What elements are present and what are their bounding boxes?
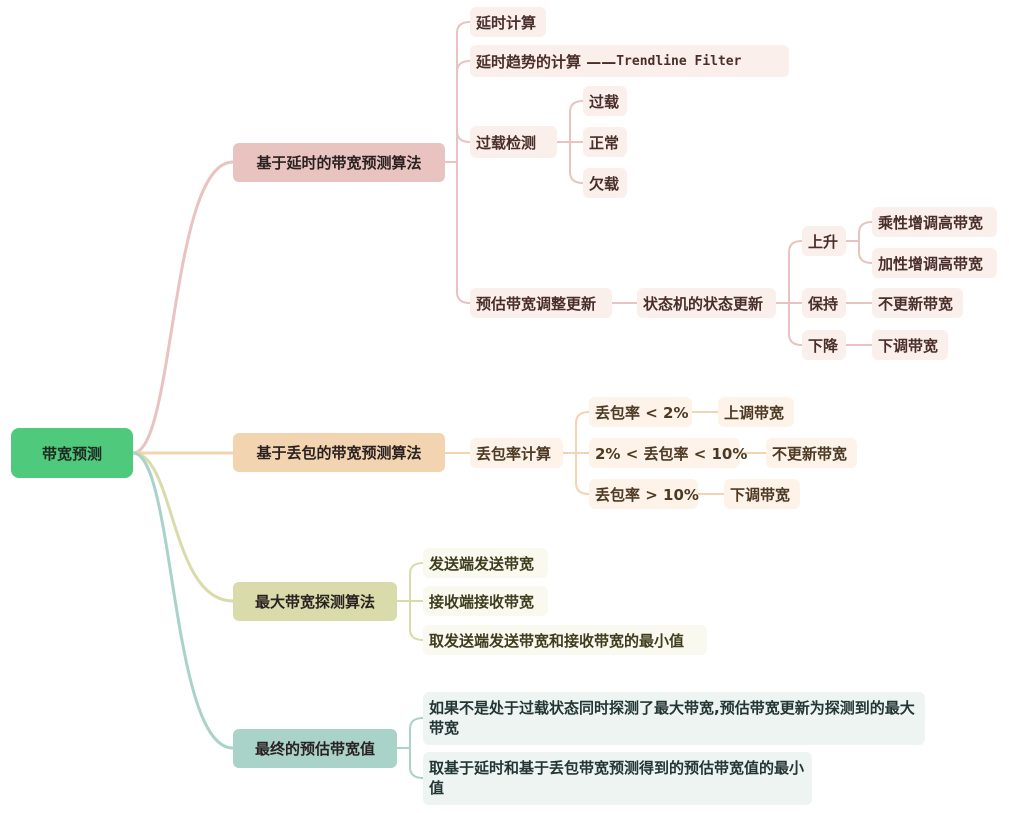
loss-rule-mid-label: 2% < 丢包率 < 10%	[595, 444, 748, 463]
trend-calc-node[interactable]: 延时趋势的计算 —— Trendline Filter	[470, 45, 789, 77]
delay-calc-node[interactable]: 延时计算	[470, 7, 546, 37]
state-up-node[interactable]: 上升	[802, 226, 846, 256]
mult-increase-label: 乘性增调高带宽	[878, 213, 984, 232]
state-hold-node[interactable]: 保持	[802, 288, 846, 318]
no-update-label: 不更新带宽	[878, 294, 954, 313]
estimate-update-node[interactable]: 预估带宽调整更新	[470, 288, 612, 318]
overuse-detect-node[interactable]: 过载检测	[470, 126, 557, 158]
connectors-delay	[445, 21, 873, 346]
trend-calc-label: 延时趋势的计算 ——	[476, 52, 617, 71]
state-underuse-node[interactable]: 欠载	[583, 168, 627, 198]
state-hold-label: 保持	[808, 294, 839, 313]
branch-final-node[interactable]: 最终的预估带宽值	[233, 729, 397, 768]
loss-action-decrease-node[interactable]: 下调带宽	[724, 479, 800, 509]
final-min-rule-label: 取基于延时和基于丢包带宽预测得到的预估带宽值的最小值	[429, 759, 805, 797]
connectors-final	[397, 717, 424, 779]
branch-delay-node[interactable]: 基于延时的带宽预测算法	[233, 143, 445, 182]
mult-increase-node[interactable]: 乘性增调高带宽	[872, 207, 997, 237]
no-update-node[interactable]: 不更新带宽	[872, 288, 963, 318]
add-increase-node[interactable]: 加性增调高带宽	[872, 248, 997, 278]
loss-action-increase-label: 上调带宽	[724, 403, 785, 422]
loss-rule-high-node[interactable]: 丢包率 > 10%	[589, 479, 699, 509]
branch-probe-label: 最大带宽探测算法	[254, 593, 375, 611]
connectors-loss	[445, 411, 766, 495]
state-normal-node[interactable]: 正常	[583, 127, 627, 157]
branch-probe-node[interactable]: 最大带宽探测算法	[233, 582, 397, 621]
connector-root-probe	[132, 451, 234, 603]
loss-action-decrease-label: 下调带宽	[730, 485, 791, 504]
connector-root-delay	[132, 160, 234, 455]
final-min-rule-node[interactable]: 取基于延时和基于丢包带宽预测得到的预估带宽值的最小值	[423, 752, 812, 805]
probe-min-label: 取发送端发送带宽和接收带宽的最小值	[429, 631, 685, 650]
state-down-label: 下降	[808, 336, 839, 355]
trend-calc-code: Trendline Filter	[616, 53, 742, 69]
state-down-node[interactable]: 下降	[802, 330, 846, 360]
loss-calc-label: 丢包率计算	[476, 444, 552, 463]
loss-calc-node[interactable]: 丢包率计算	[470, 438, 563, 468]
loss-action-hold-label: 不更新带宽	[772, 444, 848, 463]
branch-loss-node[interactable]: 基于丢包的带宽预测算法	[233, 433, 445, 472]
root-label: 带宽预测	[41, 444, 102, 463]
root-node[interactable]: 带宽预测	[11, 428, 133, 478]
fsm-update-label: 状态机的状态更新	[643, 294, 764, 313]
loss-rule-low-label: 丢包率 < 2%	[595, 403, 689, 422]
branch-loss-label: 基于丢包的带宽预测算法	[256, 444, 422, 462]
add-increase-label: 加性增调高带宽	[878, 254, 984, 273]
probe-send-label: 发送端发送带宽	[429, 554, 535, 573]
branch-delay-label: 基于延时的带宽预测算法	[256, 154, 422, 172]
connectors-probe	[397, 562, 424, 641]
probe-recv-label: 接收端接收带宽	[429, 592, 535, 611]
loss-rule-low-node[interactable]: 丢包率 < 2%	[589, 397, 692, 427]
final-probe-rule-label: 如果不是处于过载状态同时探测了最大带宽,预估带宽更新为探测到的最大带宽	[429, 699, 915, 737]
decrease-label: 下调带宽	[878, 336, 939, 355]
state-overuse-node[interactable]: 过载	[583, 86, 627, 116]
decrease-node[interactable]: 下调带宽	[872, 330, 948, 360]
loss-rule-mid-node[interactable]: 2% < 丢包率 < 10%	[589, 438, 747, 468]
final-probe-rule-node[interactable]: 如果不是处于过载状态同时探测了最大带宽,预估带宽更新为探测到的最大带宽	[423, 692, 925, 745]
loss-rule-high-label: 丢包率 > 10%	[595, 485, 699, 504]
state-up-label: 上升	[808, 232, 839, 251]
state-overuse-label: 过载	[589, 92, 620, 111]
connector-root-final	[132, 451, 234, 750]
state-underuse-label: 欠载	[589, 174, 620, 193]
state-normal-label: 正常	[589, 133, 620, 152]
overuse-detect-label: 过载检测	[476, 133, 537, 152]
probe-recv-node[interactable]: 接收端接收带宽	[423, 586, 548, 616]
loss-action-increase-node[interactable]: 上调带宽	[718, 397, 794, 427]
probe-min-node[interactable]: 取发送端发送带宽和接收带宽的最小值	[423, 625, 707, 655]
delay-calc-label: 延时计算	[476, 13, 537, 32]
loss-action-hold-node[interactable]: 不更新带宽	[766, 438, 857, 468]
estimate-update-label: 预估带宽调整更新	[476, 294, 597, 313]
fsm-update-node[interactable]: 状态机的状态更新	[637, 288, 776, 318]
branch-final-label: 最终的预估带宽值	[254, 740, 375, 758]
probe-send-node[interactable]: 发送端发送带宽	[423, 548, 548, 578]
